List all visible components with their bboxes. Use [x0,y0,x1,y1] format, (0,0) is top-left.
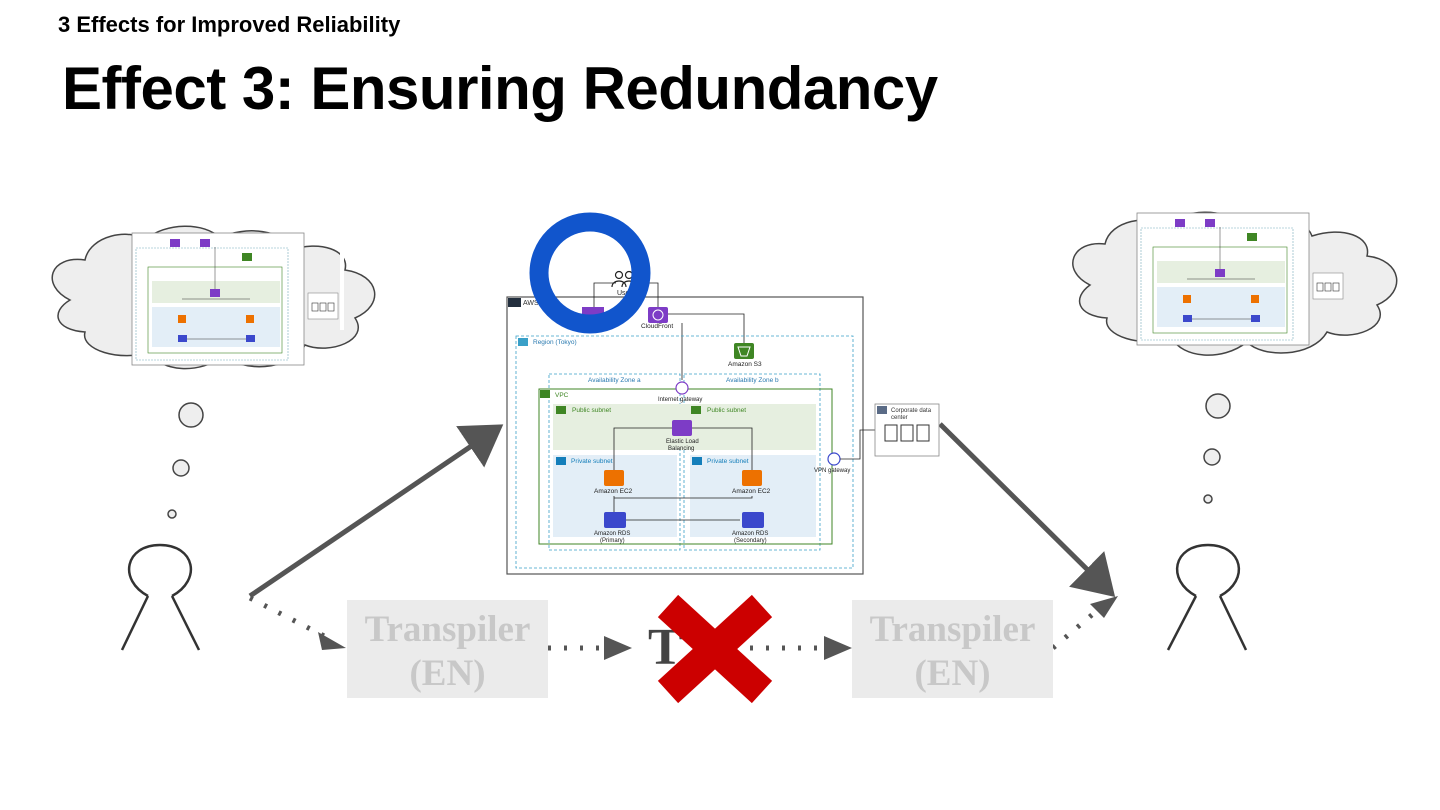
person-icon-right [1166,543,1248,651]
arrow-from-architecture [938,422,1116,598]
rds-primary-label-1: Amazon RDS [594,531,630,537]
vpc-label: VPC [555,392,569,399]
internet-gateway-icon [675,381,689,395]
right-thought-cloud [1072,211,1398,504]
region-box [515,335,854,569]
s3-icon [734,343,754,359]
slide-title: Effect 3: Ensuring Redundancy [62,55,938,122]
rds-secondary-label-1: Amazon RDS [732,531,768,537]
arrow-to-architecture [248,424,504,599]
igw-label: Internet gateway [658,397,702,403]
dc-label-1: Corporate data [891,408,932,414]
az-b-label: Availability Zone b [726,377,779,384]
transpiler-box-left: Transpiler (EN) [347,600,548,698]
transpiler-right-line2: (EN) [914,653,991,694]
ec2-b-label: Amazon EC2 [732,488,771,495]
rds-primary-label-2: (Primary) [600,538,625,544]
az-a-label: Availability Zone a [588,377,641,384]
rds-icon-secondary [742,512,764,528]
rds-icon-primary [604,512,626,528]
cloudfront-icon [648,307,668,323]
dotted-arrow-4 [1051,606,1102,650]
dc-label-2: center [891,415,908,421]
vpn-gateway-icon [827,452,841,466]
public-subnet-a-label: Public subnet [572,407,611,414]
left-thought-cloud [51,225,376,519]
public-subnet-b-label: Public subnet [707,407,746,414]
transpiler-box-right: Transpiler (EN) [852,600,1053,698]
slide-kicker: 3 Effects for Improved Reliability [58,12,401,37]
datacenter-icon [877,406,887,414]
transpiler-left-line2: (EN) [409,653,486,694]
ec2-icon-b [742,470,762,486]
circle-highlight-icon [529,212,651,334]
ec2-a-label: Amazon EC2 [594,488,633,495]
az-b-box [683,373,821,551]
elb-label-1: Elastic Load [666,439,699,445]
elb-icon [672,420,692,436]
person-icon-left [120,543,201,651]
ec2-icon-a [604,470,624,486]
middle-partial-text: T [648,619,683,676]
aws-architecture: AWS Cloud Users CloudFront Region (Tokyo… [506,270,940,575]
az-a-box [548,373,681,551]
private-subnet-a-label: Private subnet [571,458,613,465]
transpiler-right-line1: Transpiler [869,609,1036,650]
s3-label: Amazon S3 [728,361,762,368]
region-label: Region (Tokyo) [533,339,577,346]
rds-secondary-label-2: (Secondary) [734,538,767,544]
vpn-label: VPN gateway [814,468,850,474]
transpiler-left-line1: Transpiler [364,609,531,650]
elb-label-2: Balancing [668,446,694,452]
cloudfront-label: CloudFront [641,323,673,330]
private-subnet-b-label: Private subnet [707,458,749,465]
